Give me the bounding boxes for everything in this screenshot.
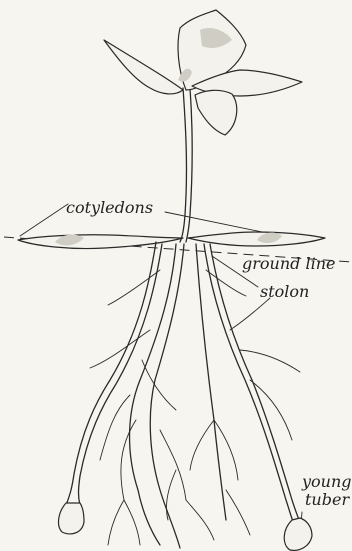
stem: [180, 88, 186, 242]
young-tuber: [284, 518, 312, 550]
cotyledons-leader-left: [20, 204, 68, 236]
cotyledon-leaves: [18, 232, 325, 249]
label-young-tuber-line2: tuber: [305, 492, 349, 508]
label-cotyledons: cotyledons: [66, 200, 153, 216]
label-young-tuber-line1: young: [302, 474, 352, 490]
leaves: [104, 10, 302, 135]
label-stolon: stolon: [260, 284, 309, 300]
left-tuber: [59, 503, 84, 534]
cotyledons-leader-right: [165, 212, 262, 232]
label-ground-line: ground line: [242, 256, 335, 272]
